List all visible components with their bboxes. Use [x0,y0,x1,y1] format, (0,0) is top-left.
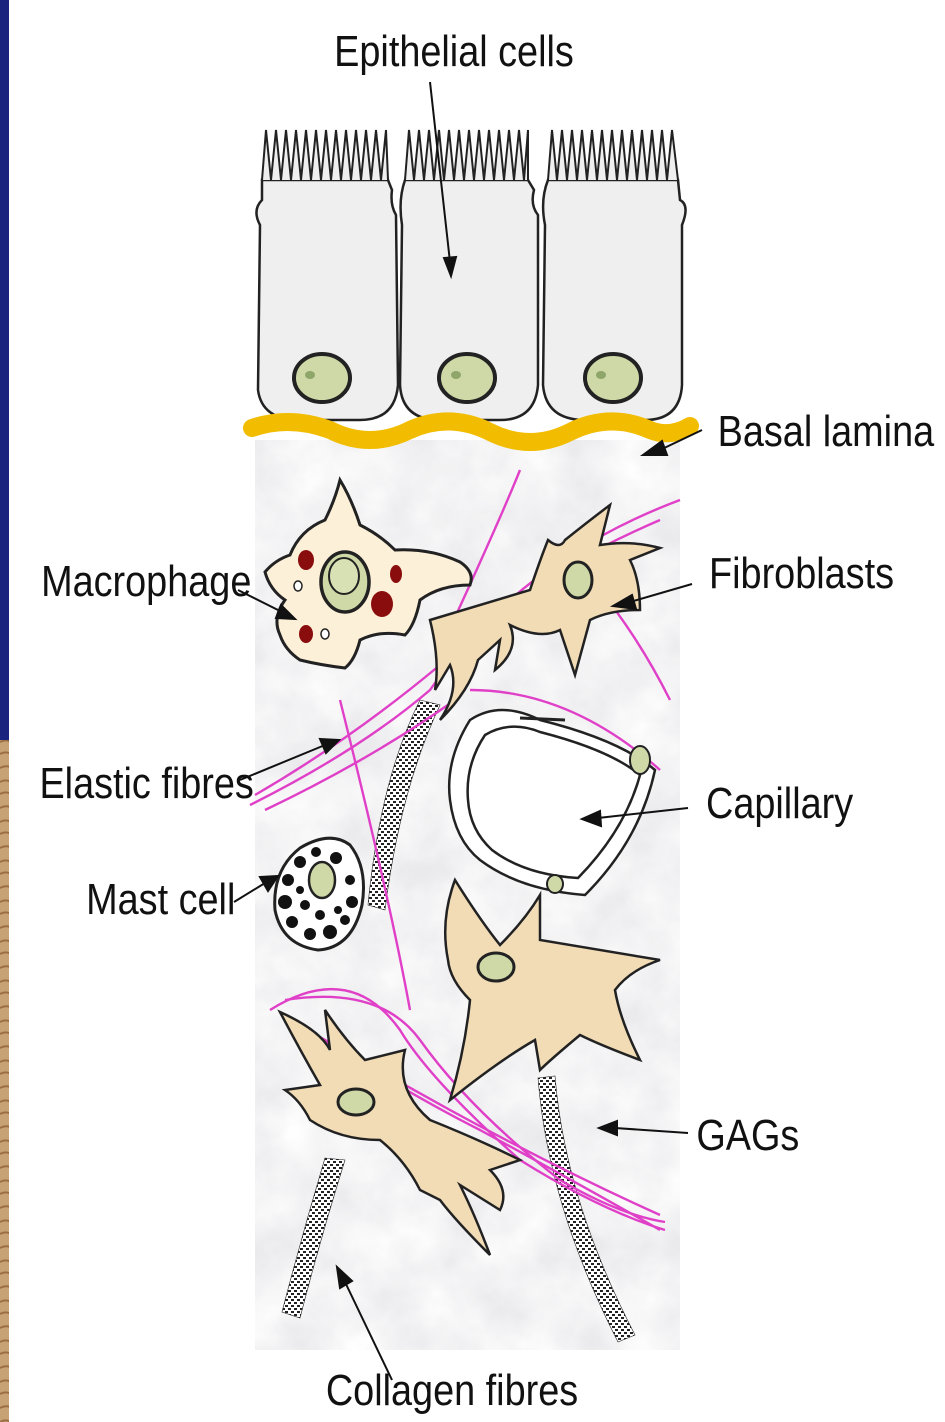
label-capillary: Capillary [706,778,854,827]
epithelial-cells [256,130,685,420]
basal-lamina [252,421,690,442]
label-basal-lamina: Basal lamina [718,406,935,455]
epithelial-cell-2 [400,130,538,420]
label-elastic-fibres: Elastic fibres [39,758,253,807]
left-frame [0,0,9,1422]
label-gags: GAGs [696,1110,799,1159]
label-epithelial-cells: Epithelial cells [334,26,574,75]
label-fibroblasts: Fibroblasts [709,548,894,597]
label-collagen-fibres: Collagen fibres [326,1365,578,1414]
label-mast-cell: Mast cell [86,874,235,923]
epithelial-cell-3 [543,130,686,420]
label-macrophage: Macrophage [41,556,251,605]
epithelial-cell-1 [256,130,398,420]
